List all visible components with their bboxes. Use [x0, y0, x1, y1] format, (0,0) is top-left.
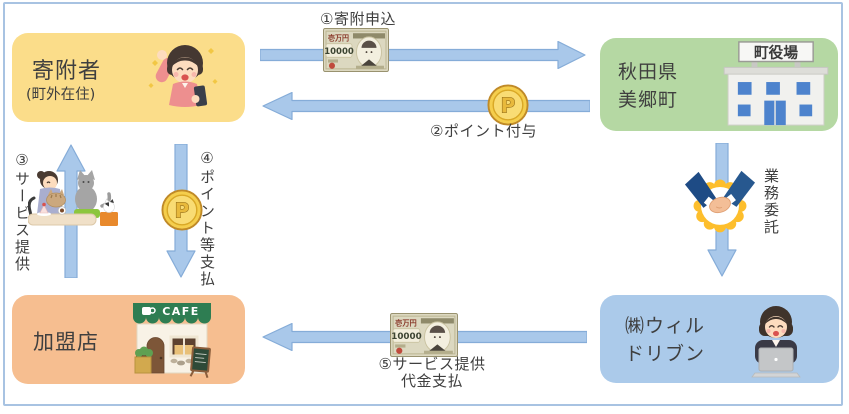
point-coin-icon: P [161, 189, 203, 231]
banknote-icon: 壱万円 10000 [323, 28, 389, 72]
banknote-icon: 壱万円 10000 [390, 313, 458, 357]
cafe-storefront-icon: CAFE [133, 303, 211, 378]
svg-text:壱万円: 壱万円 [328, 33, 349, 42]
donor-person-icon [148, 45, 218, 107]
svg-text:CAFE: CAFE [162, 305, 200, 318]
company-box: ㈱ウィルドリブン [600, 295, 839, 383]
store-name: 加盟店 [33, 330, 99, 354]
svg-text:壱万円: 壱万円 [395, 319, 417, 328]
label-step4-point-payment: ④ポイント等支払 [198, 149, 216, 288]
arrow-step1-donation-right [260, 41, 586, 69]
town-name: 秋田県美郷町 [618, 61, 679, 111]
company-name: ㈱ウィルドリブン [625, 315, 706, 365]
arrow-step3-service-up [56, 144, 86, 278]
label-step5-payment: ⑤サービス提供代金支払 [378, 355, 486, 390]
handshake-icon [684, 170, 756, 233]
town-hall-icon: 町役場 [723, 41, 829, 126]
arrow-step2-points-left [262, 92, 590, 120]
svg-text:P: P [175, 199, 190, 223]
donor-note: (町外在住) [26, 87, 96, 103]
donor-box: 寄附者 (町外在住) [12, 33, 245, 122]
point-coin-icon: P [487, 84, 529, 126]
svg-text:10000: 10000 [324, 47, 354, 57]
svg-text:10000: 10000 [391, 332, 421, 342]
label-step3-service: ③サービス提供 [13, 151, 31, 273]
label-outsourcing: 業務委託 [762, 168, 780, 236]
cat-cafe-icon [28, 170, 118, 226]
label-step2-point-grant: ②ポイント付与 [430, 122, 537, 140]
label-step1-donation: ①寄附申込 [320, 10, 396, 28]
operator-person-icon [751, 306, 801, 378]
svg-text:P: P [501, 94, 516, 118]
svg-text:町役場: 町役場 [754, 44, 798, 62]
donor-name: 寄附者 [32, 59, 102, 84]
